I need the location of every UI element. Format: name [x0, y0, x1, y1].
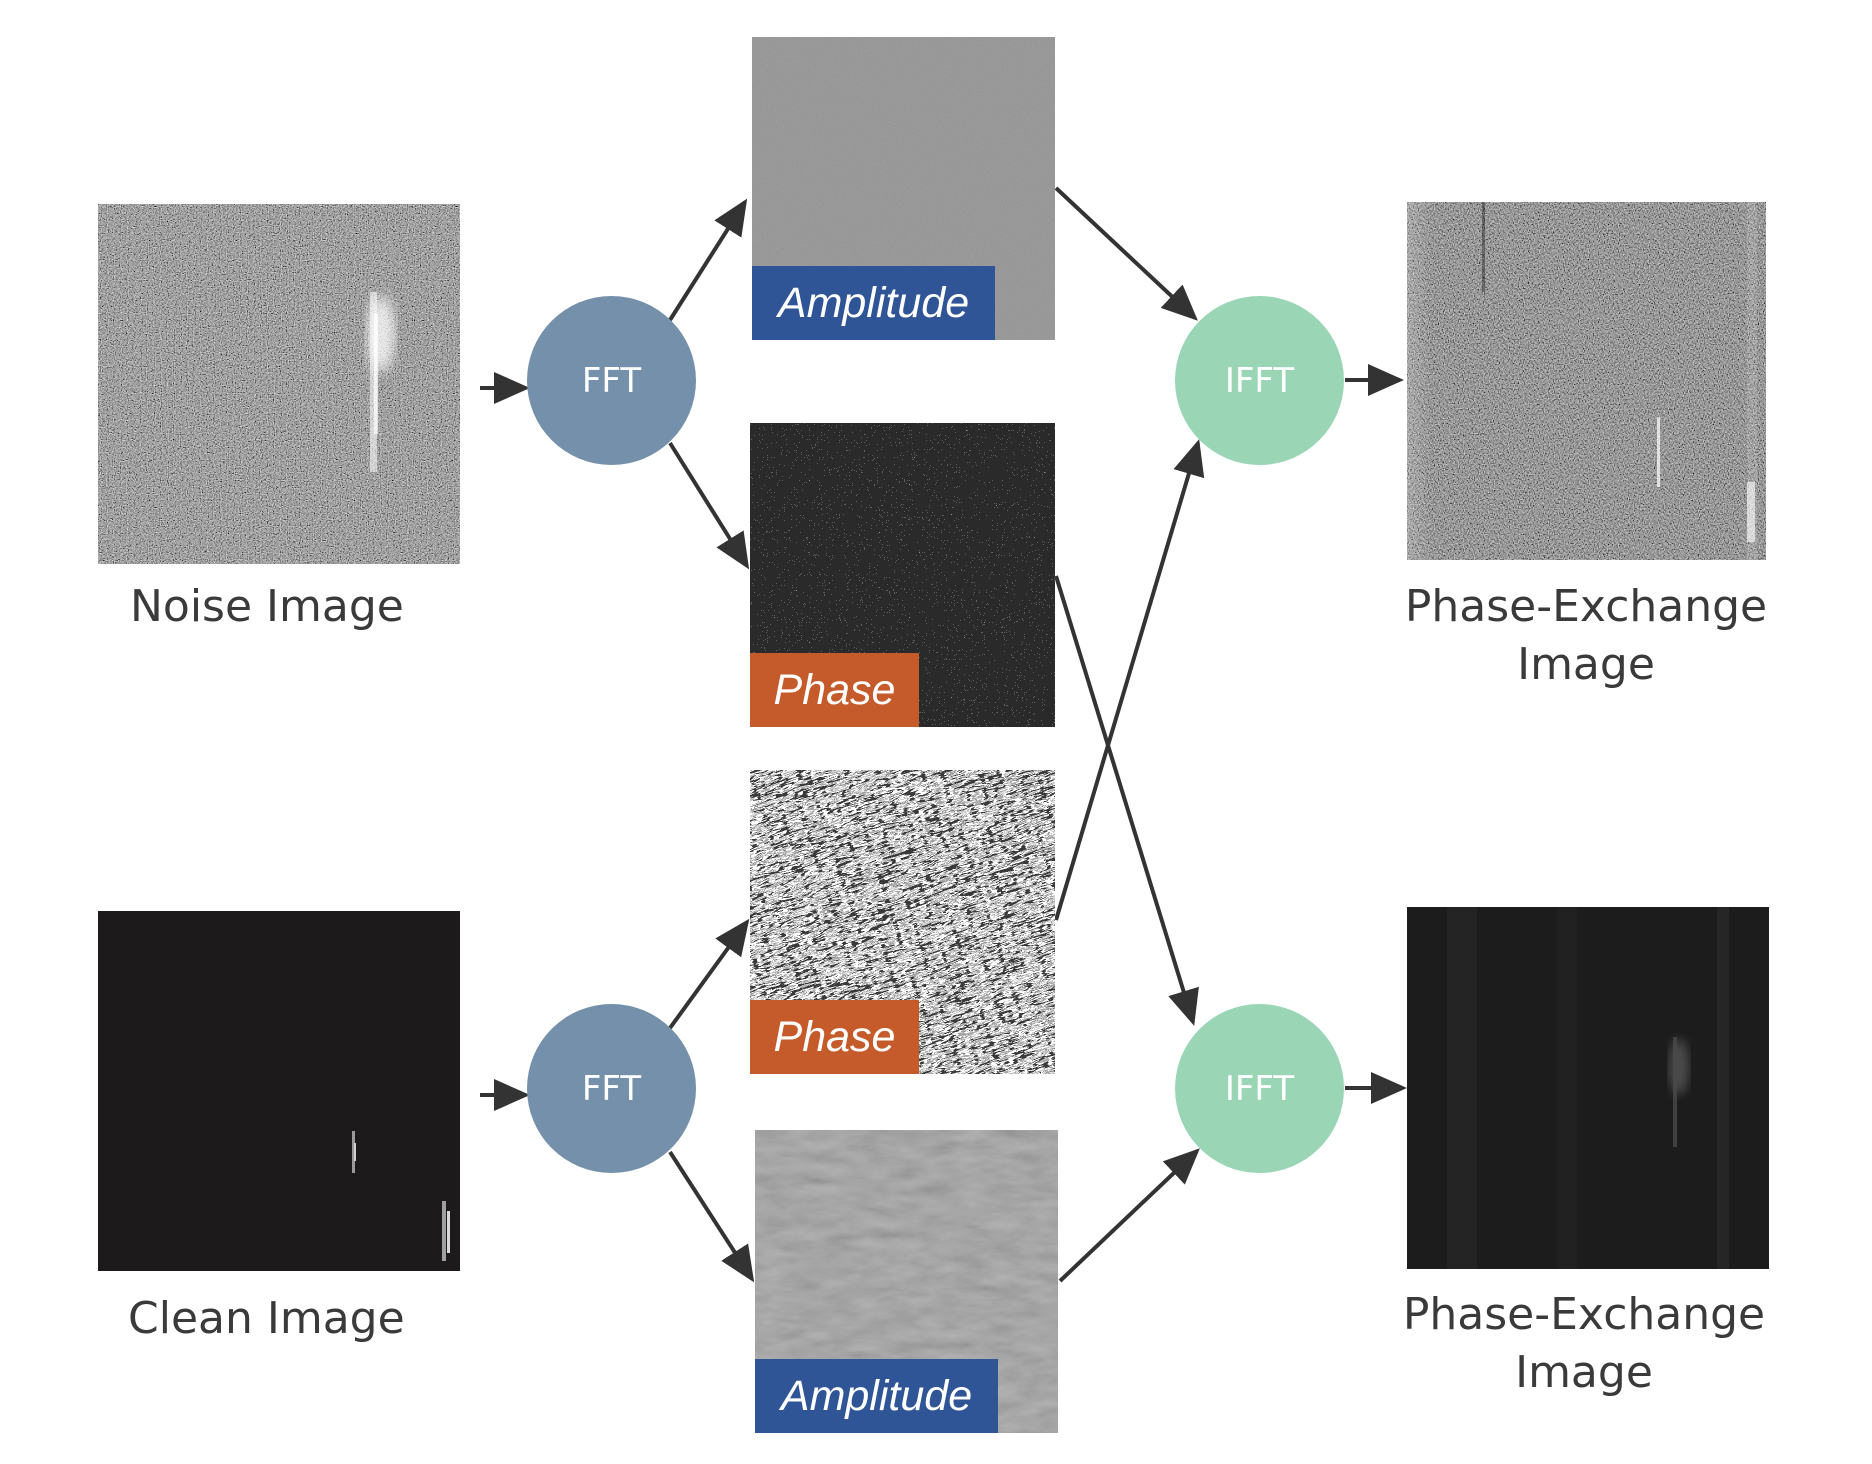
arrow-bottom-amplitude-to-ifft: [1058, 1148, 1200, 1283]
bottom-output-caption-line2: Image: [1515, 1347, 1653, 1398]
top-amplitude-tag: Amplitude: [752, 266, 995, 340]
bottom-phase-exchange-image: [1407, 907, 1769, 1269]
top-phase-tag: Phase: [750, 653, 919, 727]
top-phase-exchange-image: [1407, 202, 1766, 560]
arrow-fft-to-top-phase: [668, 441, 750, 570]
fft-label: FFT: [581, 360, 642, 401]
arrow-fft-to-bottom-amplitude: [668, 1150, 755, 1283]
top-output-caption: Phase-Exchange Image: [1386, 578, 1786, 694]
bottom-amplitude-tag: Amplitude: [755, 1359, 998, 1433]
clean-image-caption: Clean Image: [128, 1293, 405, 1344]
ifft-label: IFFT: [1224, 360, 1295, 401]
bottom-output-caption: Phase-Exchange Image: [1384, 1286, 1784, 1402]
top-output-caption-line1: Phase-Exchange: [1404, 581, 1768, 632]
bottom-output-caption-line1: Phase-Exchange: [1402, 1289, 1766, 1340]
arrow-fft-to-bottom-phase: [668, 918, 750, 1030]
ifft-node-top: IFFT: [1175, 296, 1344, 465]
ifft-label: IFFT: [1224, 1068, 1295, 1109]
clean-image: [98, 911, 460, 1271]
arrow-bottom-phase-to-top-ifft: [1054, 439, 1205, 921]
noise-image-caption: Noise Image: [130, 581, 404, 632]
top-output-caption-line2: Image: [1517, 639, 1655, 690]
arrow-fft-to-top-amplitude: [668, 198, 748, 322]
fft-node-top: FFT: [527, 296, 696, 465]
fft-node-bottom: FFT: [527, 1004, 696, 1173]
noise-image: [98, 204, 460, 564]
bottom-phase-tag: Phase: [750, 1000, 919, 1074]
fft-label: FFT: [581, 1068, 642, 1109]
arrow-top-amplitude-to-ifft: [1054, 186, 1198, 321]
ifft-node-bottom: IFFT: [1175, 1004, 1344, 1173]
arrow-top-phase-to-bottom-ifft: [1054, 575, 1199, 1026]
